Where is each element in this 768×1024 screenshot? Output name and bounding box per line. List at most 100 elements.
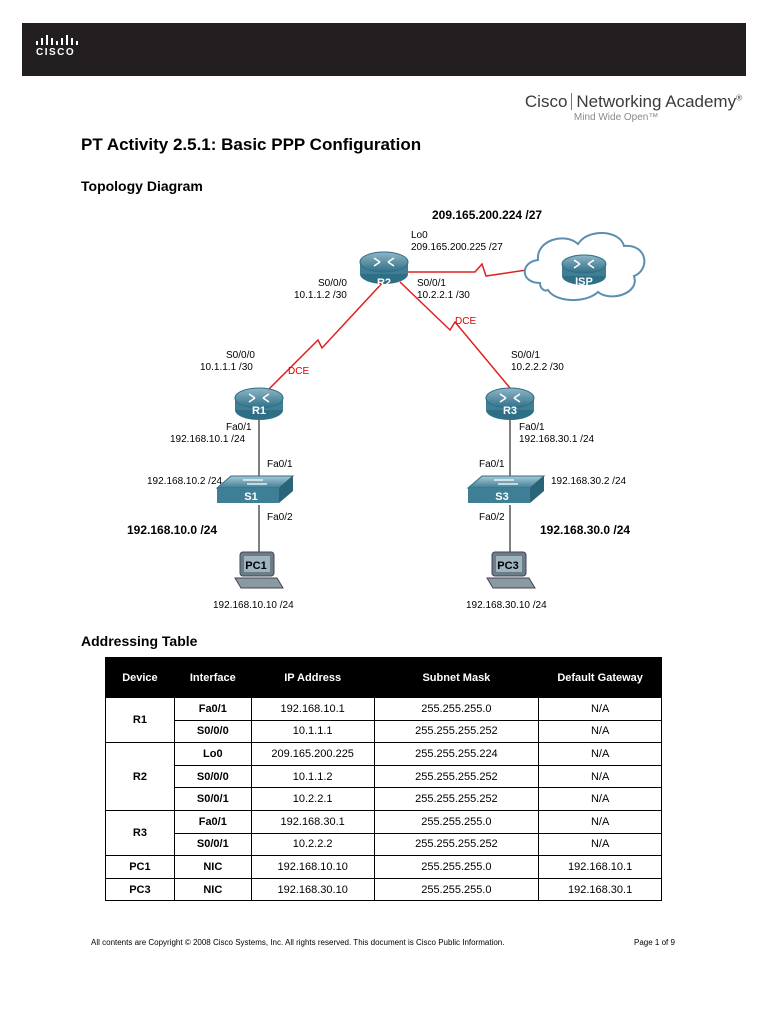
ip-cell: 192.168.10.10: [250, 855, 375, 879]
s3-fa01-label: Fa0/1: [479, 459, 505, 470]
ip-cell: 10.1.1.1: [250, 719, 375, 744]
mask-cell: 255.255.255.252: [373, 719, 540, 744]
device-cell: R3: [105, 809, 175, 857]
interface-cell: S0/0/0: [173, 719, 252, 744]
isp-name: ISP: [575, 276, 593, 288]
r2-s000-name: S0/0/0: [318, 278, 347, 289]
isp-network-label: 209.165.200.224 /27: [432, 208, 542, 222]
s3-fa02-label: Fa0/2: [479, 512, 505, 523]
pc1-icon: [234, 551, 284, 589]
table-row: R2 Lo0 209.165.200.225 255.255.255.224 N…: [105, 742, 662, 811]
router-isp-icon: [561, 254, 607, 285]
table-row: S0/0/1 10.2.2.2 255.255.255.252 N/A: [106, 832, 662, 857]
pc1-name: PC1: [245, 560, 266, 572]
mask-cell: 255.255.255.0: [373, 697, 540, 721]
device-cell: PC3: [105, 877, 175, 902]
switch-s3-icon: [466, 475, 546, 503]
link-r2-isp: [408, 262, 541, 277]
gateway-cell: N/A: [538, 832, 662, 857]
router-r3-icon: [485, 387, 535, 420]
academy-tagline: Mind Wide Open™: [573, 112, 659, 123]
mask-cell: 255.255.255.252: [373, 832, 540, 857]
lan1-label: 192.168.10.0 /24: [127, 523, 217, 537]
s1-name: S1: [244, 491, 257, 503]
table-row: S0/0/0 10.1.1.2 255.255.255.252 N/A: [106, 764, 662, 789]
r2-name: R2: [377, 277, 391, 289]
academy-mark: ®: [736, 93, 742, 103]
gateway-cell: N/A: [538, 809, 662, 834]
r2-s001-name: S0/0/1: [417, 278, 446, 289]
topology-diagram: R2 R1 R3 ISP S1 S3 PC1 PC3 209.165.200.2…: [127, 208, 646, 611]
device-cell: PC1: [105, 855, 175, 879]
col-subnet-mask: Subnet Mask: [373, 657, 540, 698]
interface-cell: NIC: [173, 855, 252, 879]
table-row: S0/0/1 10.2.2.1 255.255.255.252 N/A: [106, 787, 662, 811]
addressing-table: Device Interface IP Address Subnet Mask …: [105, 657, 662, 902]
interface-cell: Lo0: [173, 742, 252, 766]
router-r1-icon: [234, 387, 284, 420]
interface-cell: S0/0/1: [173, 787, 252, 811]
academy-separator: [571, 93, 573, 110]
r1-s000-ip: 10.1.1.1 /30: [200, 362, 253, 373]
link-r1-r2: [259, 279, 386, 399]
mask-cell: 255.255.255.252: [373, 787, 540, 811]
r3-s001-name: S0/0/1: [511, 350, 540, 361]
gateway-cell: N/A: [538, 787, 662, 811]
table-header-row: Device Interface IP Address Subnet Mask …: [105, 657, 662, 698]
link-r2-r3: [399, 281, 511, 389]
r2-s001-ip: 10.2.2.1 /30: [417, 290, 470, 301]
interface-cell: NIC: [173, 877, 252, 902]
cisco-logo-bars-icon: [36, 35, 78, 45]
col-device: Device: [105, 657, 175, 698]
r2-lo0-name: Lo0: [411, 230, 428, 241]
academy-name: Networking Academy: [576, 92, 737, 111]
mask-cell: 255.255.255.224: [373, 742, 540, 766]
ip-cell: 209.165.200.225: [250, 742, 375, 766]
pc3-icon: [486, 551, 536, 589]
gateway-cell: N/A: [538, 764, 662, 789]
ip-cell: 10.2.2.1: [250, 787, 375, 811]
table-row: R1 Fa0/1 192.168.10.1 255.255.255.0 N/A: [105, 696, 662, 744]
interface-cell: S0/0/0: [173, 764, 252, 789]
col-default-gateway: Default Gateway: [538, 657, 662, 698]
r1-s000-name: S0/0/0: [226, 350, 255, 361]
dce-r2-r3-label: DCE: [455, 316, 476, 327]
gateway-cell: N/A: [538, 742, 662, 766]
ip-cell: 10.2.2.2: [250, 832, 375, 857]
gateway-cell: 192.168.10.1: [538, 855, 662, 879]
dce-r1-r2-label: DCE: [288, 366, 309, 377]
gateway-cell: 192.168.30.1: [538, 877, 662, 902]
r1-fa01-name: Fa0/1: [226, 422, 252, 433]
cisco-logo: CISCO: [36, 35, 78, 58]
academy-brand: Cisco: [524, 92, 568, 111]
s1-fa01-label: Fa0/1: [267, 459, 293, 470]
lan3-label: 192.168.30.0 /24: [540, 523, 630, 537]
s3-name: S3: [495, 491, 508, 503]
table-row: PC1 NIC 192.168.10.10 255.255.255.0 192.…: [105, 855, 662, 879]
addressing-heading: Addressing Table: [81, 633, 198, 649]
device-cell: R2: [105, 742, 175, 811]
device-cell: R1: [105, 696, 175, 744]
ip-cell: 192.168.30.10: [250, 877, 375, 902]
table-row: S0/0/0 10.1.1.1 255.255.255.252 N/A: [106, 719, 662, 744]
r3-fa01-ip: 192.168.30.1 /24: [519, 434, 595, 445]
r1-name: R1: [252, 405, 266, 417]
footer-copyright: All contents are Copyright © 2008 Cisco …: [91, 938, 505, 947]
ip-cell: 192.168.10.1: [250, 697, 375, 721]
r1-fa01-ip: 192.168.10.1 /24: [170, 434, 246, 445]
mask-cell: 255.255.255.0: [373, 877, 540, 902]
r3-fa01-name: Fa0/1: [519, 422, 545, 433]
s1-ip-label: 192.168.10.2 /24: [147, 476, 223, 487]
r3-name: R3: [503, 405, 517, 417]
pc1-ip-label: 192.168.10.10 /24: [213, 600, 294, 611]
cisco-logo-text: CISCO: [36, 47, 76, 58]
s3-ip-label: 192.168.30.2 /24: [551, 476, 627, 487]
mask-cell: 255.255.255.0: [373, 855, 540, 879]
ip-cell: 10.1.1.2: [250, 764, 375, 789]
r2-lo0-ip: 209.165.200.225 /27: [411, 242, 503, 253]
mask-cell: 255.255.255.0: [373, 809, 540, 834]
interface-cell: S0/0/1: [173, 832, 252, 857]
gateway-cell: N/A: [538, 697, 662, 721]
table-row: R3 Fa0/1 192.168.30.1 255.255.255.0 N/A: [105, 809, 662, 857]
pc3-name: PC3: [497, 560, 518, 572]
